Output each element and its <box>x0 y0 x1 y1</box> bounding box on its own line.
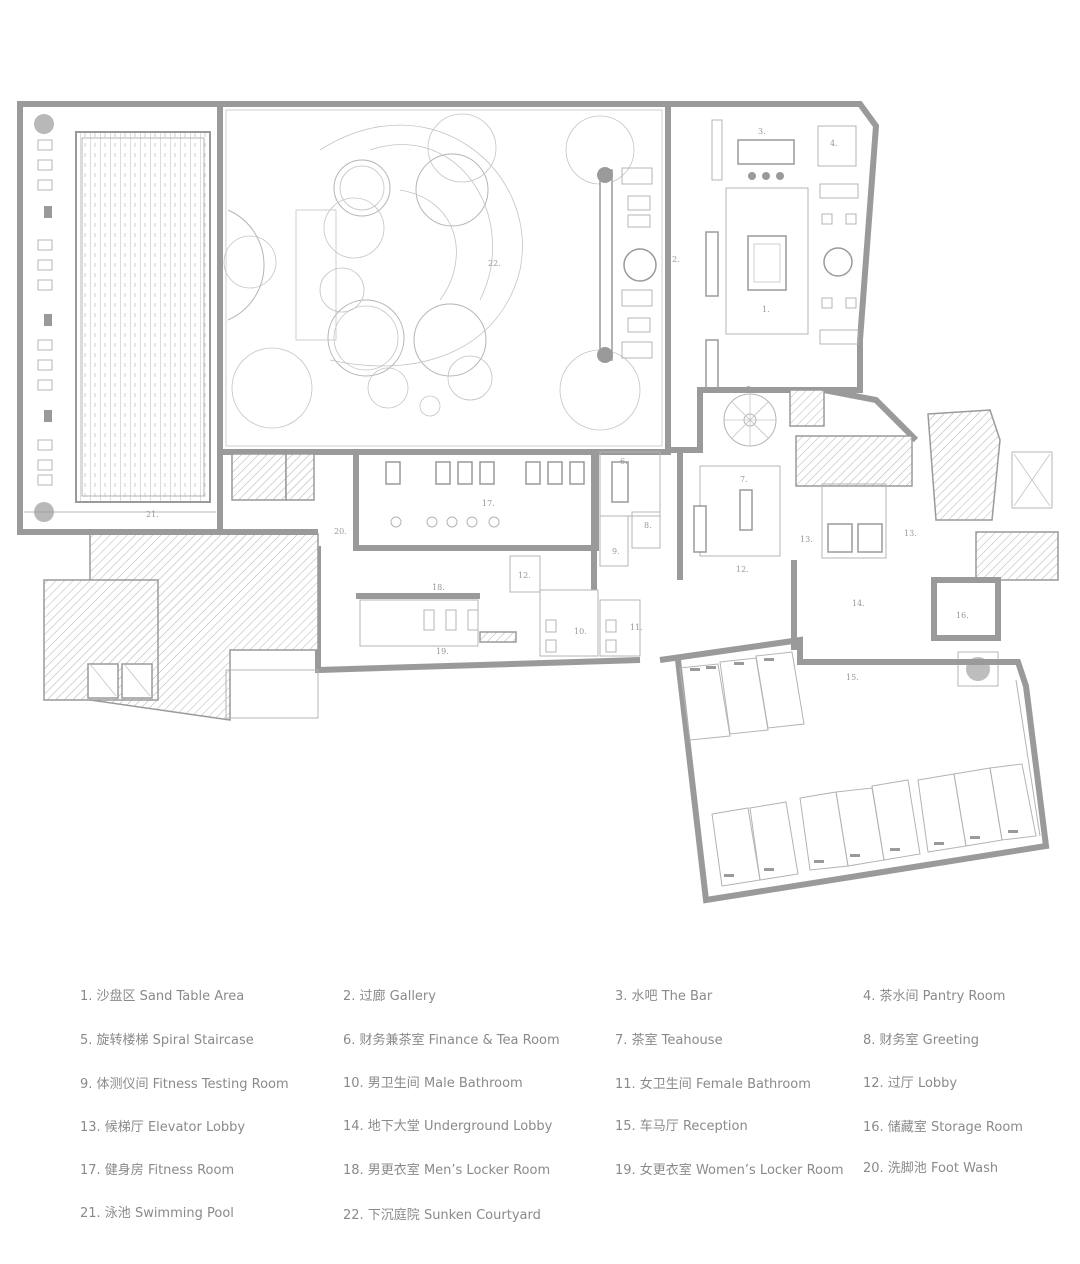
legend-item-19: 19. 女更衣室 Women’s Locker Room <box>615 1163 844 1178</box>
room-number-9: 9. <box>612 547 620 556</box>
room-number-16: 16. <box>956 611 969 620</box>
room-number-17: 17. <box>482 499 495 508</box>
legend-item-13: 13. 候梯厅 Elevator Lobby <box>80 1120 246 1135</box>
room-number-12a: 12. <box>518 571 531 580</box>
legend-item-8: 8. 财务室 Greeting <box>863 1033 979 1048</box>
room-number-20: 20. <box>334 527 347 536</box>
legend-item-4: 4. 茶水间 Pantry Room <box>863 989 1006 1004</box>
sand-table-area: 1. 3. 4. <box>668 101 880 453</box>
room-number-10: 10. <box>574 627 587 636</box>
room-number-4: 4. <box>830 139 838 148</box>
room-number-14: 14. <box>852 599 865 608</box>
legend-item-11: 11. 女卫生间 Female Bathroom <box>615 1077 811 1092</box>
tea-lobby-zone: 7. 8. 9. 12. 12. <box>509 452 781 593</box>
legend-item-10: 10. 男卫生间 Male Bathroom <box>343 1076 523 1091</box>
room-number-8: 8. <box>644 521 652 530</box>
room-number-18: 18. <box>432 583 445 592</box>
floor-plan: 21. 22. <box>17 101 1059 904</box>
room-number-7: 7. <box>740 475 748 484</box>
room-number-22: 22. <box>488 259 501 268</box>
room-number-11: 11. <box>630 623 643 632</box>
room-number-3: 3. <box>758 127 766 136</box>
legend-item-16: 16. 储藏室 Storage Room <box>863 1120 1023 1135</box>
legend-item-3: 3. 水吧 The Bar <box>615 989 713 1004</box>
legend-item-14: 14. 地下大堂 Underground Lobby <box>343 1119 553 1134</box>
legend-item-12: 12. 过厅 Lobby <box>863 1076 958 1091</box>
legend-item-1: 1. 沙盘区 Sand Table Area <box>80 989 245 1004</box>
legend-item-9: 9. 体测仪间 Fitness Testing Room <box>80 1077 289 1092</box>
room-number-5: 5. <box>746 385 754 394</box>
legend-item-18: 18. 男更衣室 Men’s Locker Room <box>343 1163 551 1178</box>
room-number-15: 15. <box>846 673 859 682</box>
room-number-6: 6. <box>620 457 628 466</box>
room-number-19: 19. <box>436 647 449 656</box>
legend-item-6: 6. 财务兼茶室 Finance & Tea Room <box>343 1033 560 1048</box>
room-number-12b: 12. <box>736 565 749 574</box>
legend-item-21: 21. 泳池 Swimming Pool <box>80 1206 234 1221</box>
legend-item-7: 7. 茶室 Teahouse <box>615 1033 723 1048</box>
legend-item-17: 17. 健身房 Fitness Room <box>80 1163 235 1178</box>
room-number-2: 2. <box>672 255 680 264</box>
legend-item-2: 2. 过廊 Gallery <box>343 989 436 1004</box>
room-number-13a: 13. <box>800 535 813 544</box>
legend-item-22: 22. 下沉庭院 Sunken Courtyard <box>343 1208 541 1223</box>
swimming-pool-area: 21. <box>17 101 223 535</box>
reception-parking: 15. <box>659 636 1050 904</box>
elevator-lobby-zone: 13. 13. 14. 16. <box>791 409 1059 687</box>
spiral-staircase: 5. <box>723 385 919 447</box>
room-number-13b: 13. <box>904 529 917 538</box>
legend-item-20: 20. 洗脚池 Foot Wash <box>863 1161 999 1176</box>
legend-item-15: 15. 车马厅 Reception <box>615 1119 748 1134</box>
legend-item-5: 5. 旋转楼梯 Spiral Staircase <box>80 1033 254 1048</box>
room-number-1: 1. <box>762 305 770 314</box>
lower-left-core <box>43 533 319 721</box>
room-number-21: 21. <box>146 510 159 519</box>
gallery-area: 2. <box>597 104 723 452</box>
